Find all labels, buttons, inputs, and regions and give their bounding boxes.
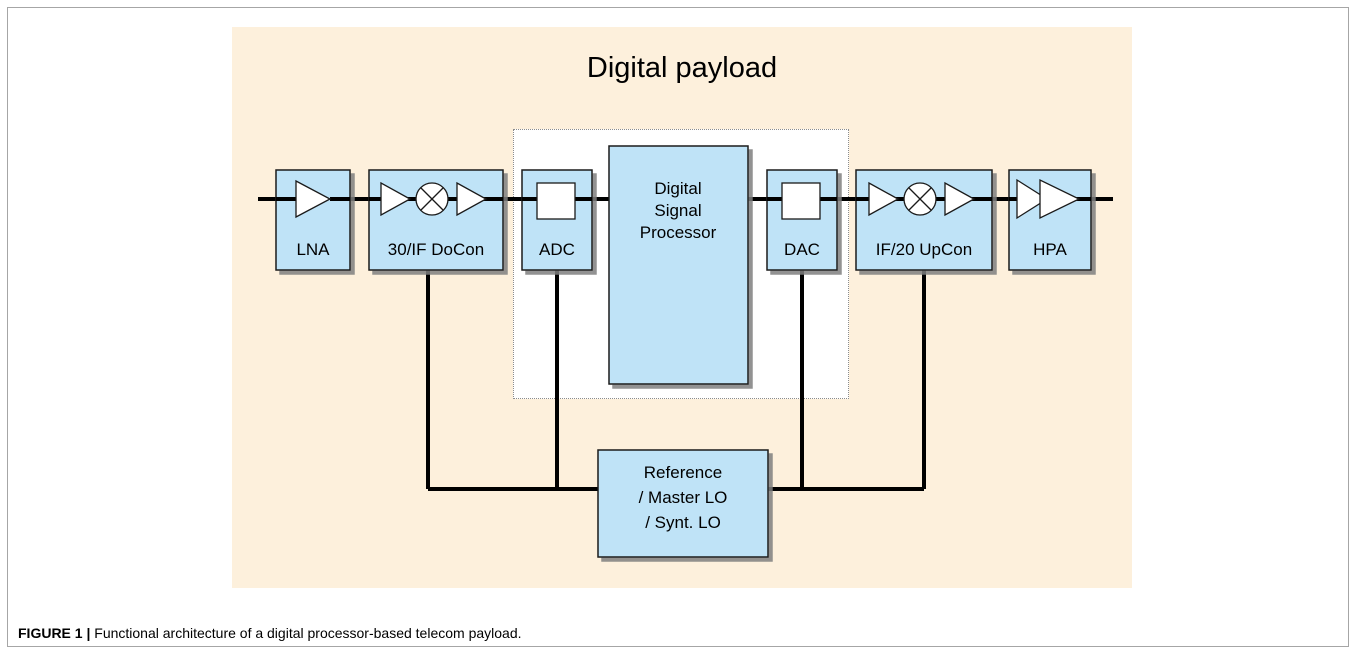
docon-block: 30/IF DoCon (368, 169, 504, 271)
converter-icon (781, 182, 821, 220)
amplifier-icon (380, 181, 412, 217)
caption-label: FIGURE 1 | (18, 625, 91, 641)
upcon-block: IF/20 UpCon (855, 169, 993, 271)
amplifier-icon (1016, 178, 1049, 220)
dac-label: DAC (784, 240, 820, 259)
caption-text: Functional architecture of a digital pro… (90, 625, 522, 641)
adc-label: ADC (539, 240, 575, 259)
diagram-title: Digital payload (586, 52, 778, 84)
lna-block: LNA (275, 169, 351, 271)
adc-block: ADC (521, 169, 593, 271)
hpa-label: HPA (1033, 240, 1067, 259)
reference-lo-block: Reference / Master LO / Synt. LO (597, 449, 769, 558)
dsp-label-line-1: Digital (654, 179, 701, 198)
upcon-label: IF/20 UpCon (876, 240, 972, 259)
reference-label-line-1: Reference (644, 463, 722, 482)
docon-label: 30/IF DoCon (388, 240, 484, 259)
converter-icon (536, 182, 576, 220)
reference-label-line-3: / Synt. LO (645, 513, 721, 532)
dsp-label-line-2: Signal (654, 201, 701, 220)
dsp-block: Digital Signal Processor (608, 145, 749, 385)
dsp-label-line-3: Processor (640, 223, 717, 242)
amplifier-icon (868, 181, 900, 217)
reference-label-line-2: / Master LO (639, 488, 728, 507)
amplifier-icon (944, 181, 976, 217)
amplifier-icon (295, 179, 332, 219)
figure-caption: FIGURE 1 | Functional architecture of a … (18, 625, 522, 641)
dac-block: DAC (766, 169, 838, 271)
figure-frame (7, 7, 1349, 647)
amplifier-icon (456, 181, 488, 217)
amplifier-icon (1039, 178, 1081, 220)
hpa-block: HPA (1008, 169, 1092, 271)
lna-label: LNA (296, 240, 330, 259)
